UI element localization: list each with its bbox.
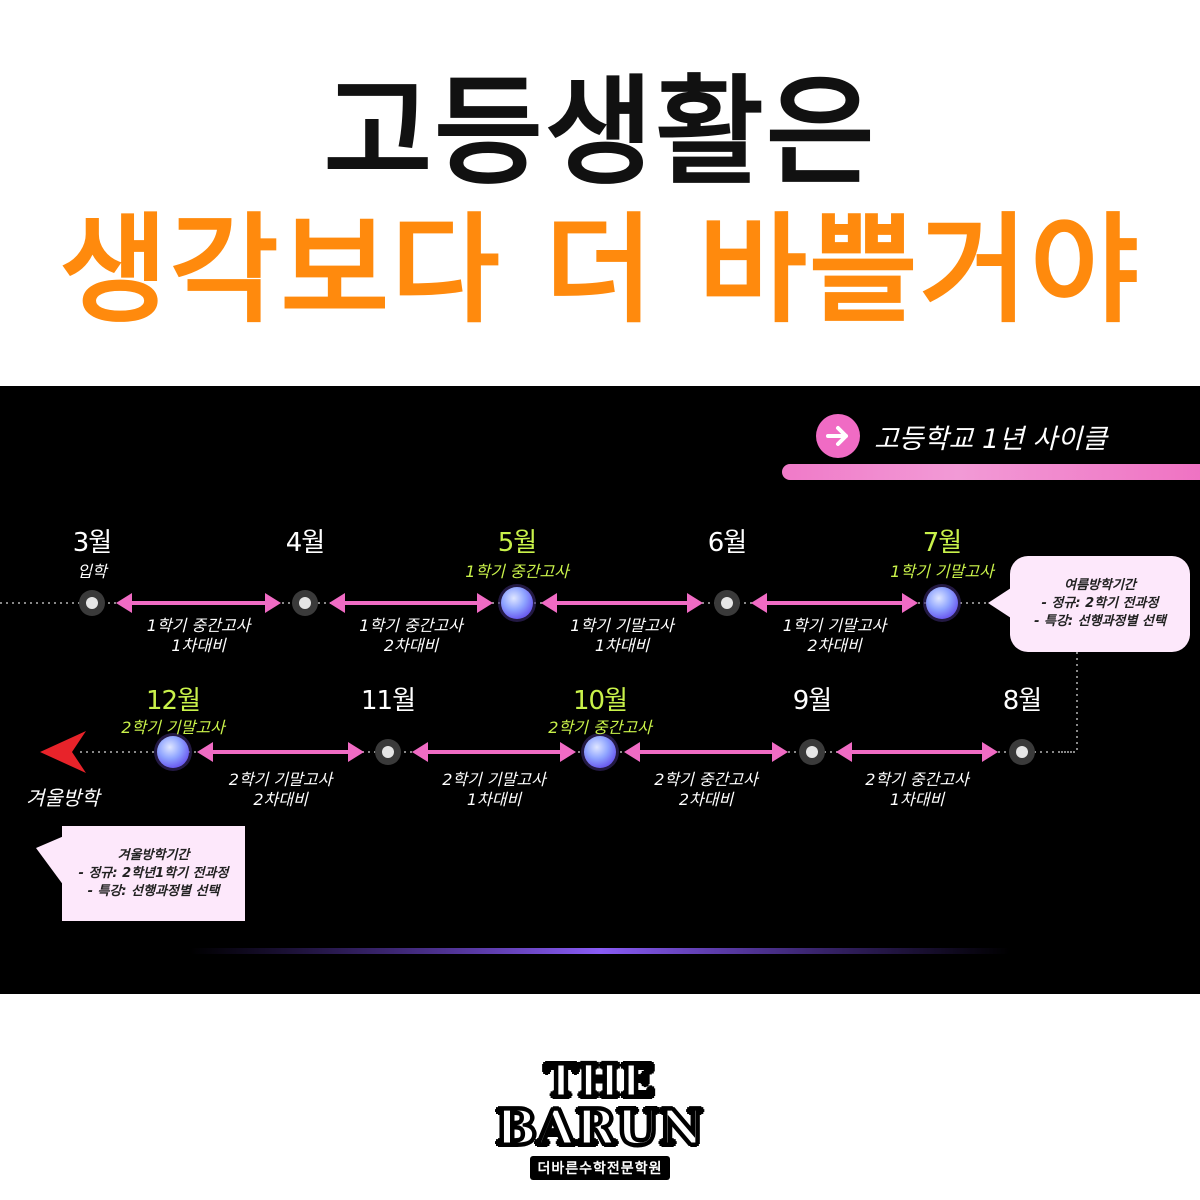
month-label: 4월: [285, 528, 325, 558]
arrow-head-right-icon: [477, 593, 493, 613]
month-label: 10월: [572, 686, 628, 716]
arrow-head-left-icon: [624, 742, 640, 762]
segment-label-line-2: 1차대비: [594, 636, 650, 655]
winter-vacation-label: 겨울방학: [26, 786, 100, 810]
segment-label-line-1: 1학기 중간고사: [359, 616, 463, 635]
cycle-bar: [782, 464, 1200, 480]
arrow-head-left-icon: [329, 593, 345, 613]
arrow-head-left-icon: [836, 742, 852, 762]
winter-note-line-2: - 특강: 선행과정별 선택: [87, 883, 220, 899]
month-label: 9월: [792, 686, 832, 716]
note-pointers: [36, 586, 1014, 886]
winter-note-line-1: - 정규: 2학년1학기 전과정: [78, 865, 229, 881]
summer-note-title: 여름방학기간: [1064, 578, 1136, 593]
month-label: 11월: [360, 686, 416, 716]
logo-word-the: THE: [543, 1056, 656, 1107]
brand-logo: THE BARUN 더바른수학전문학원: [0, 1056, 1200, 1180]
logo-word-barun: BARUN: [494, 1100, 705, 1156]
winter-note-title: 겨울방학기간: [117, 847, 190, 863]
exam-node: [501, 587, 533, 619]
summer-vacation-note: 여름방학기간 - 정규: 2학기 전과정 - 특강: 선행과정별 선택: [1010, 556, 1190, 652]
segment-label-line-1: 2학기 중간고사: [865, 770, 969, 789]
arrow-head-right-icon: [265, 593, 281, 613]
arrow-head-left-icon: [412, 742, 428, 762]
logo-subtitle: 더바른수학전문학원: [529, 1156, 671, 1180]
exam-node: [584, 736, 616, 768]
segment-label-line-1: 1학기 중간고사: [146, 616, 251, 635]
arrow-head-right-icon: [348, 742, 364, 762]
arrow-head-left-icon: [116, 593, 132, 613]
segment-label-line-2: 2차대비: [383, 636, 439, 655]
month-label: 7월: [922, 528, 962, 558]
month-event: 입학: [77, 562, 107, 581]
arrow-head-left-icon: [751, 593, 767, 613]
segment-label-line-2: 1차대비: [889, 790, 945, 809]
month-node-dot: [1016, 746, 1028, 758]
exam-node: [157, 736, 189, 768]
arrow-head-left-icon: [541, 593, 557, 613]
cycle-title: 고등학교 1년 사이클: [874, 423, 1108, 455]
month-event: 1학기 중간고사: [465, 562, 569, 581]
month-event: 2학기 기말고사: [121, 718, 225, 737]
month-label: 12월: [145, 686, 201, 716]
arrow-head-right-icon: [687, 593, 703, 613]
segment-label-line-2: 2차대비: [253, 790, 308, 809]
month-event: 1학기 기말고사: [890, 562, 994, 581]
summer-note-line-1: - 정규: 2학기 전과정: [1041, 596, 1159, 611]
month-event: 2학기 중간고사: [548, 718, 652, 737]
summer-note-line-2: - 특강: 선행과정별 선택: [1034, 614, 1166, 629]
arrow-head-right-icon: [560, 742, 576, 762]
month-node-dot: [299, 597, 311, 609]
headline-line-2: 생각보다 더 바쁠거야: [59, 201, 1141, 339]
segment-label-line-2: 2차대비: [678, 790, 734, 809]
month-label: 8월: [1002, 686, 1042, 716]
segment-label-line-1: 2학기 기말고사: [442, 770, 546, 789]
month-label: 6월: [707, 528, 747, 558]
left-arrow-icon: [40, 731, 86, 773]
month-label: 5월: [497, 528, 537, 558]
headline-line-1: 고등생활은: [323, 63, 877, 201]
winter-vacation-note: 겨울방학기간 - 정규: 2학년1학기 전과정 - 특강: 선행과정별 선택: [62, 826, 245, 921]
segment-label-line-1: 1학기 기말고사: [570, 616, 674, 635]
month-node-dot: [86, 597, 98, 609]
month-node-dot: [721, 597, 733, 609]
segment-label-line-2: 1차대비: [171, 636, 226, 655]
arrow-head-left-icon: [197, 742, 213, 762]
month-node-dot: [806, 746, 818, 758]
arrow-head-right-icon: [902, 593, 918, 613]
arrow-head-right-icon: [982, 742, 998, 762]
segment-label-line-2: 1차대비: [466, 790, 522, 809]
arrow-head-right-icon: [772, 742, 788, 762]
month-node-dot: [382, 746, 394, 758]
cycle-label: 고등학교 1년 사이클: [816, 414, 1107, 458]
exam-node: [926, 587, 958, 619]
glow-bar: [190, 948, 1010, 954]
segment-label-line-1: 2학기 기말고사: [228, 770, 333, 789]
segment-label-line-2: 2차대비: [807, 636, 862, 655]
month-label: 3월: [72, 528, 112, 558]
segment-label-line-1: 2학기 중간고사: [654, 770, 758, 789]
segment-label-line-1: 1학기 기말고사: [782, 616, 887, 635]
timeline-graphic: [0, 584, 1078, 954]
right-arrow-icon: [816, 414, 860, 458]
